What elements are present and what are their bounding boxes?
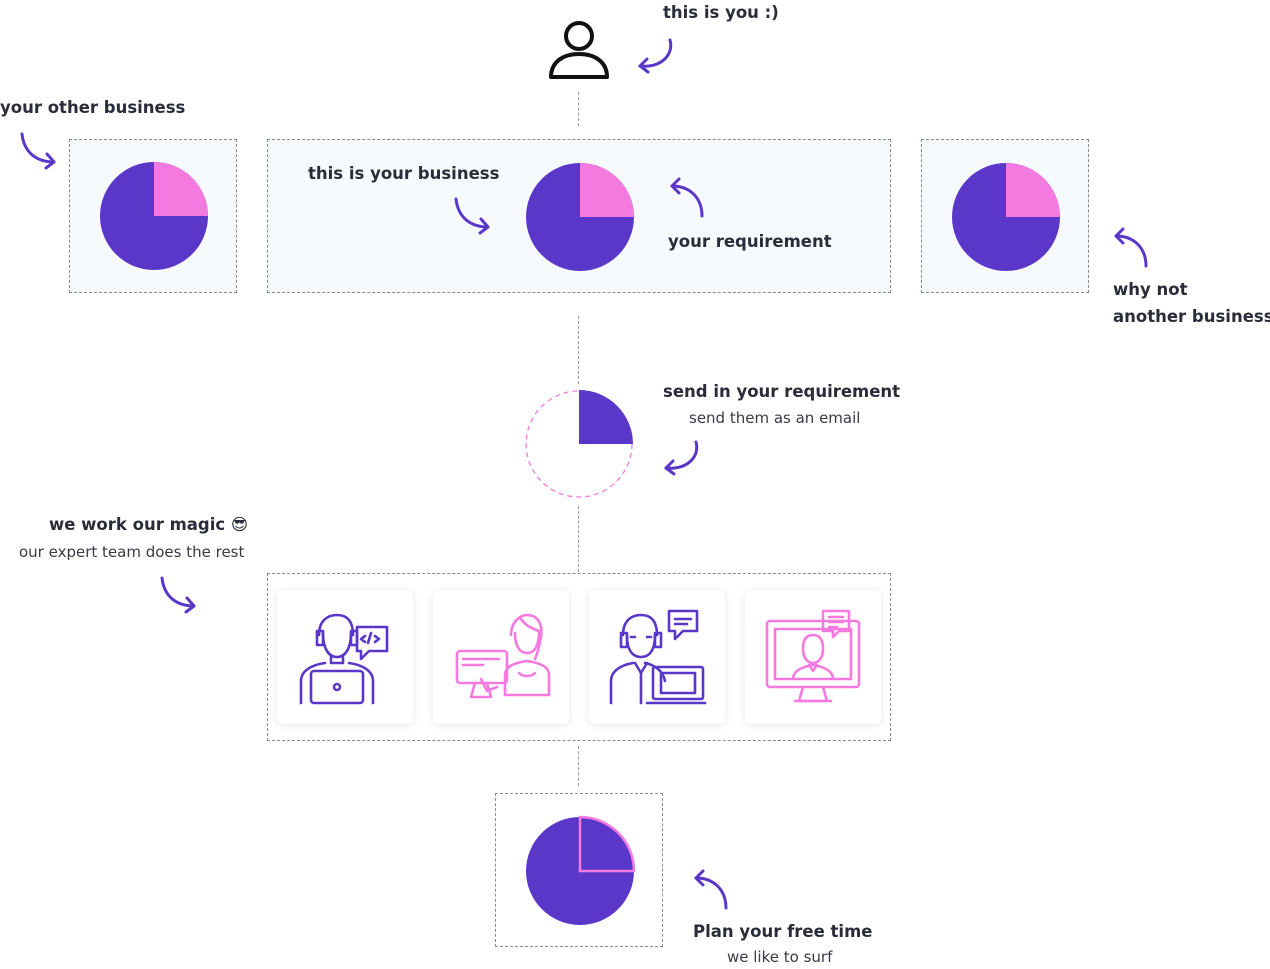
arrow-icon [638, 38, 673, 74]
other-business-box [69, 139, 237, 293]
another-business-line2: another business [1113, 307, 1270, 326]
team-card [745, 590, 881, 724]
quarter-pie-chart [525, 390, 633, 498]
arrow-icon [454, 197, 490, 235]
connector-line [578, 316, 579, 384]
requirement-label: your requirement [668, 232, 832, 251]
user-icon [549, 21, 609, 79]
arrow-icon [160, 576, 196, 614]
free-time-box [495, 793, 663, 947]
business-box: this is your business your requirement [267, 139, 891, 293]
sunglasses-emoji: 😎 [230, 515, 249, 534]
arrow-icon [664, 440, 699, 476]
magic-title-text: we work our magic [49, 515, 226, 534]
send-subtitle: send them as an email [689, 409, 861, 427]
other-business-label: your other business [0, 98, 186, 117]
video-presenter-icon [765, 609, 861, 703]
another-business-line1: why not [1113, 280, 1188, 299]
arrow-icon [20, 132, 56, 170]
arrow-icon [1114, 227, 1148, 268]
send-title: send in your requirement [663, 382, 901, 401]
you-label: this is you :) [663, 3, 779, 22]
team-card [277, 590, 413, 724]
developer-icon [299, 613, 389, 705]
magic-subtitle: our expert team does the rest [19, 543, 245, 561]
magic-title: we work our magic 😎 [49, 515, 248, 534]
connector-line [578, 506, 579, 572]
free-time-title: Plan your free time [693, 922, 873, 941]
support-agent-icon [609, 609, 707, 705]
connector-line [578, 746, 579, 786]
designer-icon [455, 613, 551, 699]
team-card [589, 590, 725, 724]
another-business-box [921, 139, 1089, 293]
pie-chart [952, 163, 1060, 271]
connector-line [578, 92, 579, 126]
team-card [433, 590, 569, 724]
free-time-subtitle: we like to surf [727, 948, 833, 966]
pie-chart [100, 162, 208, 270]
business-label: this is your business [308, 164, 500, 183]
pie-chart [526, 815, 636, 925]
arrow-icon [670, 177, 704, 218]
arrow-icon [694, 869, 728, 910]
pie-chart [526, 163, 634, 271]
